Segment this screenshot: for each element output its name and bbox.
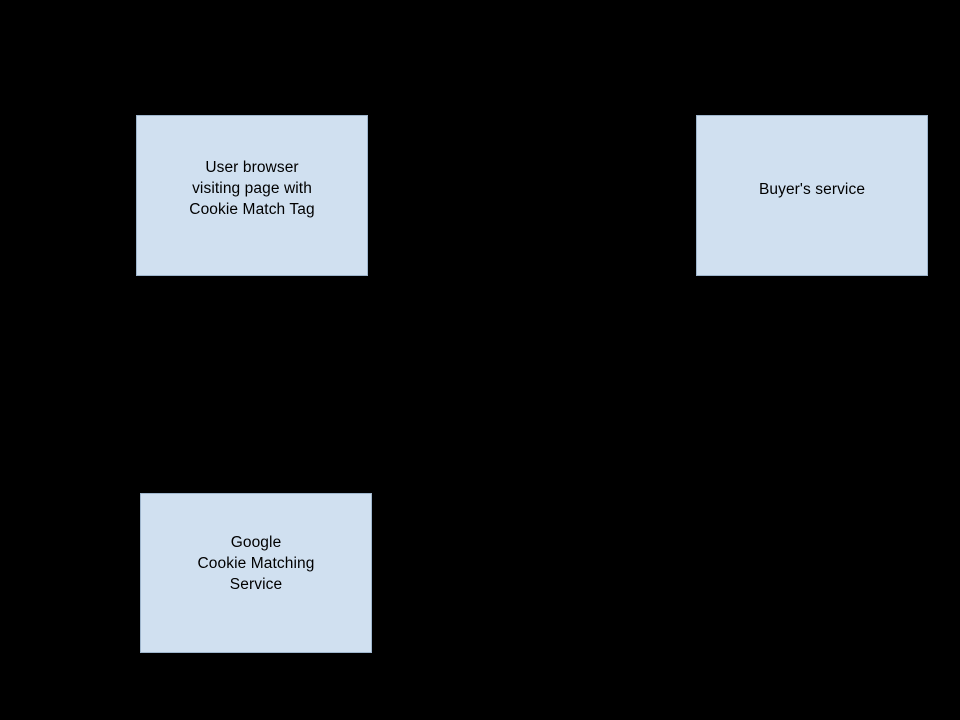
diagram-node-google-cookie-matching-service[interactable]: Google Cookie Matching Service <box>140 493 372 653</box>
diagram-node-buyers-service[interactable]: Buyer's service <box>696 115 928 276</box>
diagram-node-user-browser[interactable]: User browser visiting page with Cookie M… <box>136 115 368 276</box>
diagram-node-user-browser-label: User browser visiting page with Cookie M… <box>189 159 315 218</box>
diagram-node-google-cookie-matching-service-label: Google Cookie Matching Service <box>197 533 315 593</box>
diagram-node-buyers-service-label: Buyer's service <box>758 181 866 198</box>
